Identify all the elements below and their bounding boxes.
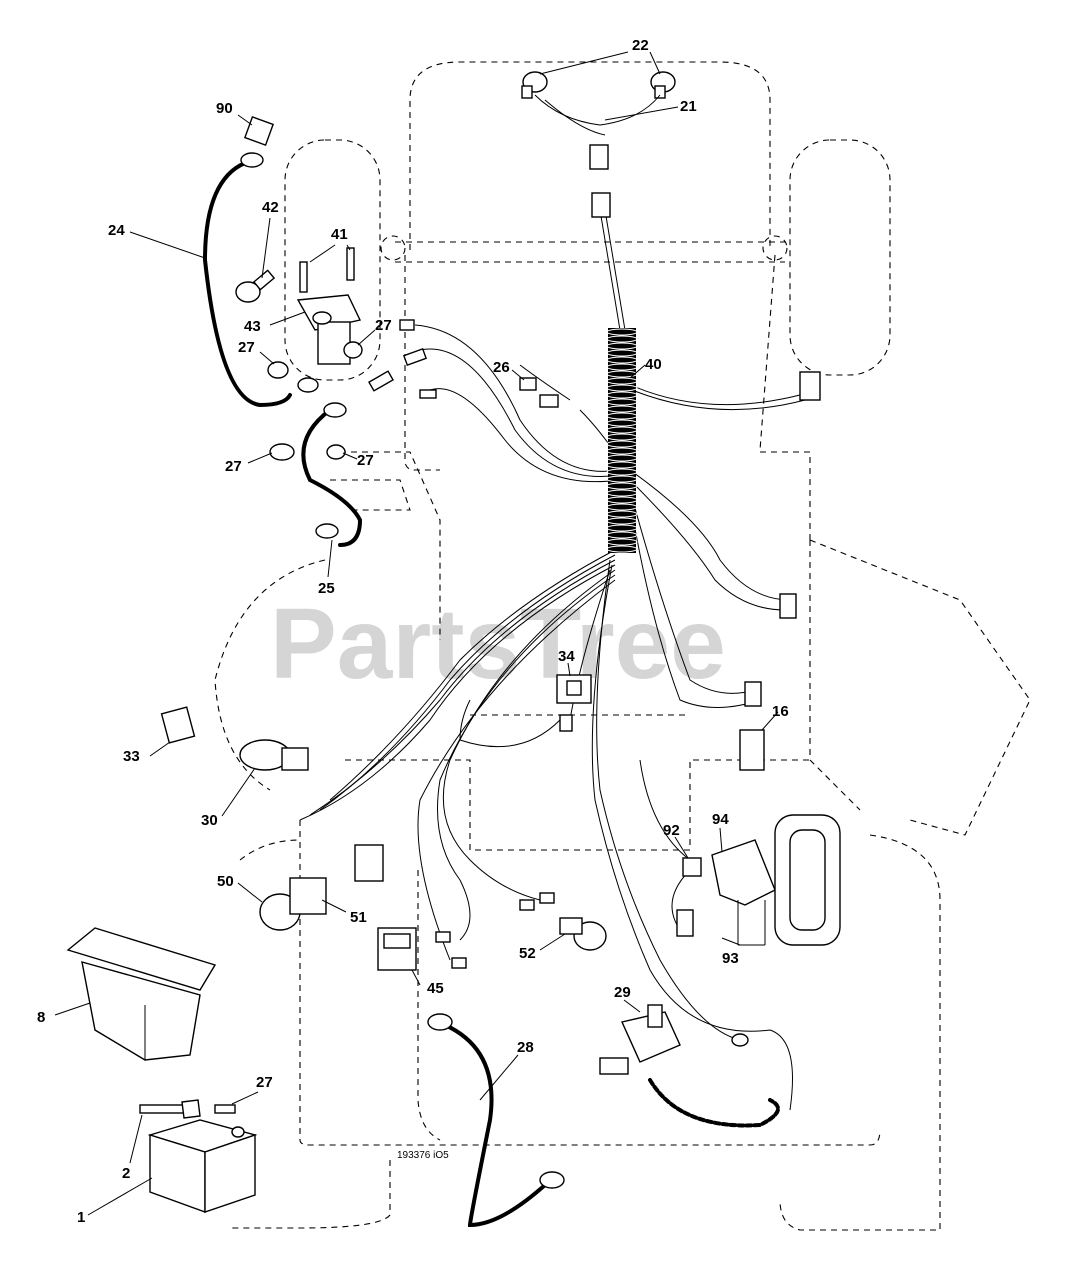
loom-rib xyxy=(606,440,638,448)
callout-2: 2 xyxy=(122,1165,130,1182)
components xyxy=(66,71,841,1213)
loom-rib xyxy=(606,510,638,518)
callout-34: 34 xyxy=(558,648,575,665)
loom-rib xyxy=(606,405,638,413)
callout-94: 94 xyxy=(712,811,729,828)
callout-27-b: 27 xyxy=(238,339,255,356)
loom-rib xyxy=(606,496,638,504)
callout-27-e: 27 xyxy=(256,1074,273,1091)
loom-rib xyxy=(606,454,638,462)
loom-rib xyxy=(606,517,638,525)
loom-rib xyxy=(606,482,638,490)
callout-25: 25 xyxy=(318,580,335,597)
loom-rib xyxy=(606,524,638,532)
callout-41: 41 xyxy=(331,226,348,243)
callout-30: 30 xyxy=(201,812,218,829)
wire-loom xyxy=(606,328,638,553)
callout-42: 42 xyxy=(262,199,279,216)
callout-27-d: 27 xyxy=(357,452,374,469)
callout-52: 52 xyxy=(519,945,536,962)
loom-rib xyxy=(606,468,638,476)
callout-50: 50 xyxy=(217,873,234,890)
loom-rib xyxy=(606,419,638,427)
wire-harness xyxy=(299,209,806,1111)
callout-93: 93 xyxy=(722,950,739,967)
loom-rib xyxy=(606,412,638,420)
headlight-right xyxy=(650,71,676,99)
loom-rib xyxy=(606,545,638,553)
callout-28: 28 xyxy=(517,1039,534,1056)
loom-rib xyxy=(606,349,638,357)
callout-51: 51 xyxy=(350,909,367,926)
callout-33: 33 xyxy=(123,748,140,765)
battery-cables xyxy=(202,161,780,1228)
loom-rib xyxy=(606,489,638,497)
loom-rib xyxy=(606,461,638,469)
callout-27-a: 27 xyxy=(375,317,392,334)
callout-92: 92 xyxy=(663,822,680,839)
loom-rib xyxy=(606,391,638,399)
loom-rib xyxy=(606,433,638,441)
loom-rib xyxy=(606,384,638,392)
callout-43: 43 xyxy=(244,318,261,335)
callout-16: 16 xyxy=(772,703,789,720)
loom-rib xyxy=(606,328,638,336)
loom-rib xyxy=(606,363,638,371)
loom-rib xyxy=(606,475,638,483)
callout-21: 21 xyxy=(680,98,697,115)
loom-rib xyxy=(606,531,638,539)
loom-rib xyxy=(606,538,638,546)
loom-rib xyxy=(606,342,638,350)
callout-labels: 22 21 90 42 41 24 43 27 27 40 26 27 27 2… xyxy=(37,37,789,1226)
loom-rib xyxy=(606,398,638,406)
callout-27-c: 27 xyxy=(225,458,242,475)
loom-rib xyxy=(606,335,638,343)
drawing-code: 193376 iO5 xyxy=(397,1150,449,1161)
loom-rib xyxy=(606,377,638,385)
loom-rib xyxy=(606,447,638,455)
leader-lines xyxy=(54,51,779,1216)
callout-1: 1 xyxy=(77,1209,85,1226)
loom-rib xyxy=(606,426,638,434)
tractor-outline xyxy=(214,61,1031,1231)
callout-45: 45 xyxy=(427,980,444,997)
loom-rib xyxy=(606,356,638,364)
callout-29: 29 xyxy=(614,984,631,1001)
loom-rib xyxy=(606,503,638,511)
callout-40: 40 xyxy=(645,356,662,373)
callout-8: 8 xyxy=(37,1009,45,1026)
callout-24: 24 xyxy=(108,222,125,239)
callout-90: 90 xyxy=(216,100,233,117)
callout-26: 26 xyxy=(493,359,510,376)
callout-22: 22 xyxy=(632,37,649,54)
loom-rib xyxy=(606,370,638,378)
headlight-left xyxy=(521,71,548,99)
